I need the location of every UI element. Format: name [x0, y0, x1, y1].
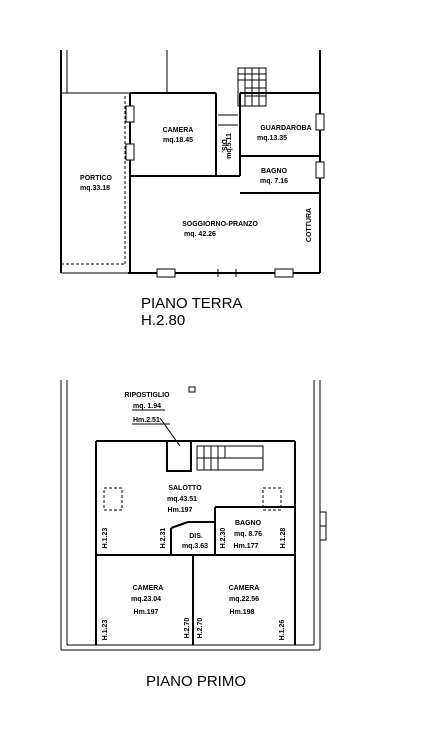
ff-wall-height-label: H.1.26: [279, 620, 286, 641]
ff-skylight: [103, 487, 123, 511]
gf-window: [315, 113, 325, 131]
ff-bagno-name: BAGNO: [235, 520, 262, 527]
gf-camera-area: mq.18.45: [163, 137, 193, 144]
gf-height: H.2.80: [141, 312, 185, 329]
ff-wall-height-label: H.2.30: [220, 528, 227, 549]
ff-wall-height-label: H.1.28: [280, 528, 287, 549]
gf-title: PIANO TERRA: [141, 295, 242, 312]
gf-soggiorno-area: mq. 42.26: [184, 231, 216, 238]
ff-bagno-area: mq. 8.76: [234, 531, 262, 538]
gf-window: [125, 105, 135, 123]
ff-title: PIANO PRIMO: [146, 673, 246, 690]
gf-staircase: [237, 67, 267, 107]
ff-salotto-area: mq.43.51: [167, 496, 197, 503]
ff-ripostiglio-height: Hm.2.51: [133, 417, 160, 424]
ff-camera-right-area: mq.22.56: [229, 596, 259, 603]
ff-chimney: [188, 386, 196, 393]
ff-dis-area: mq.3.63: [182, 543, 208, 550]
gf-bagno-name: BAGNO: [261, 168, 288, 175]
ff-ripostiglio-area: mq. 1.94: [133, 403, 161, 410]
gf-dis-area: mq.5.11: [226, 133, 233, 159]
gf-bagno-area: mq. 7.16: [260, 178, 288, 185]
ff-camera-right-height: Hm.198: [230, 609, 255, 616]
ff-camera-right-name: CAMERA: [229, 585, 260, 592]
gf-window: [315, 161, 325, 179]
ground-floor-plan: CAMERA mq.18.45 DIS. mq.5.11 GUARDAROBA …: [60, 50, 325, 329]
gf-window: [274, 268, 294, 278]
gf-cottura-name: COTTURA: [306, 208, 313, 242]
ff-dis-name: DIS.: [189, 533, 203, 540]
ff-wall-height-label: H.2.31: [160, 528, 167, 549]
gf-portico-name: PORTICO: [80, 175, 112, 182]
ff-bagno-height: Hm.177: [234, 543, 259, 550]
ff-wall-height-label: H.1.23: [102, 528, 109, 549]
gf-camera-name: CAMERA: [163, 127, 194, 134]
gf-guardaroba-area: mq.13.35: [257, 135, 287, 142]
ff-camera-left-height: Hm.197: [134, 609, 159, 616]
ff-salotto-name: SALOTTO: [168, 485, 202, 492]
gf-portico-area: mq.33.18: [80, 185, 110, 192]
ff-ripostiglio-name: RIPOSTIGLIO: [124, 392, 170, 399]
ff-window: [319, 525, 327, 541]
ff-ripostiglio-walls: [166, 440, 192, 472]
ff-wall-dis-diag: [170, 521, 189, 529]
ff-wall-height-label: H.2.70: [197, 618, 204, 639]
ff-window: [319, 511, 327, 527]
ff-wall-height-label: H.2.70: [184, 618, 191, 639]
first-floor-plan: RIPOSTIGLIO mq. 1.94 Hm.2.51 SALOTTO mq.…: [60, 380, 327, 690]
gf-window: [125, 143, 135, 161]
ff-camera-left-area: mq.23.04: [131, 596, 161, 603]
ff-camera-left-name: CAMERA: [133, 585, 164, 592]
ff-staircase: [196, 445, 264, 471]
gf-window: [156, 268, 176, 278]
ff-salotto-height: Hm.197: [168, 507, 193, 514]
ff-wall-height-label: H.1.23: [102, 620, 109, 641]
ff-ripostiglio-leader: [159, 417, 181, 447]
gf-dis-name: DIS.: [220, 139, 227, 153]
gf-soggiorno-name: SOGGIORNO-PRANZO: [182, 221, 258, 228]
gf-guardaroba-name: GUARDAROBA: [260, 125, 311, 132]
